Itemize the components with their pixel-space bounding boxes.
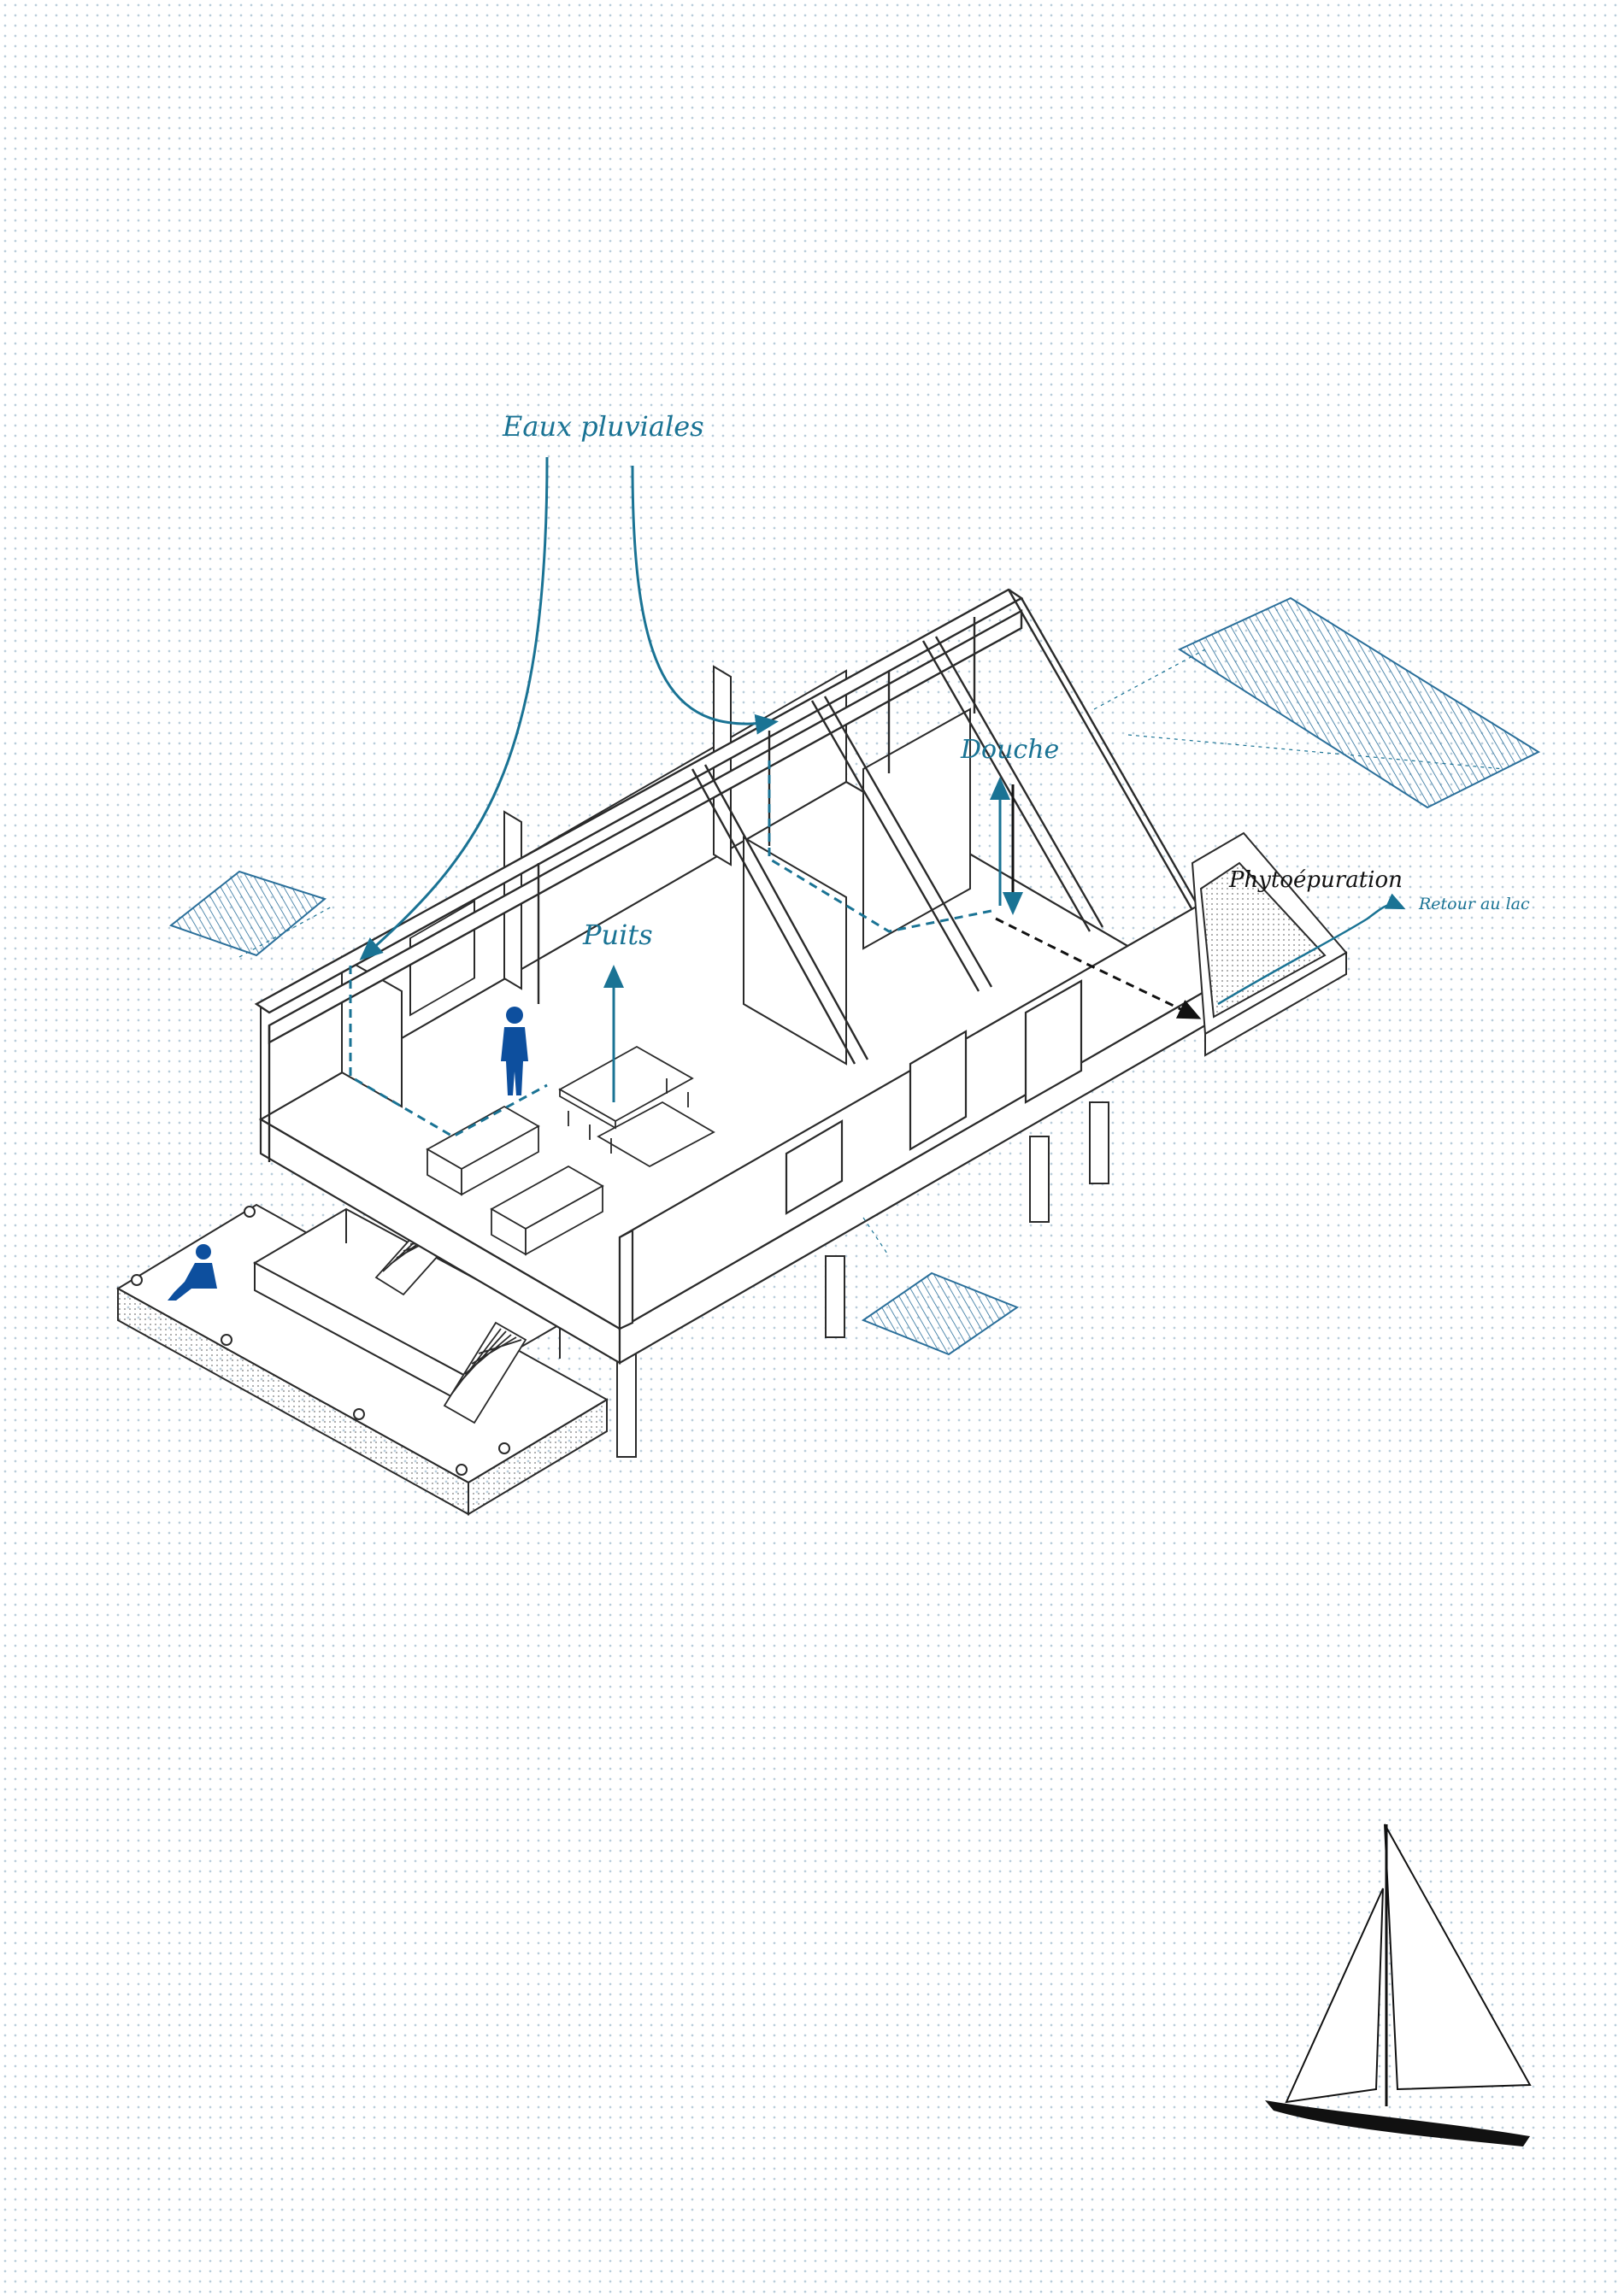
return-label: Retour au lac [1419, 895, 1530, 913]
kitchen-island [426, 1105, 604, 1256]
sitting-person-icon [168, 1244, 217, 1301]
standing-person-icon [501, 1007, 528, 1095]
terrace [252, 1207, 562, 1407]
solar-panel-right [1177, 596, 1541, 809]
rain-label: Eaux pluviales [503, 410, 704, 443]
water-flows [349, 456, 1406, 1138]
solar-panel-bottom [861, 1271, 1020, 1356]
well-label: Puits [583, 919, 653, 951]
pilotis [616, 1101, 1109, 1458]
solar-panel-left [168, 870, 327, 957]
dining-table [558, 1045, 715, 1168]
shower-label: Douche [961, 735, 1060, 765]
phyto-basin [1191, 831, 1348, 1057]
stairs-lower [443, 1321, 527, 1424]
sailboat-icon [1265, 1823, 1532, 2146]
phyto-label: Phytoépuration [1229, 867, 1403, 893]
cleats [131, 1206, 510, 1476]
